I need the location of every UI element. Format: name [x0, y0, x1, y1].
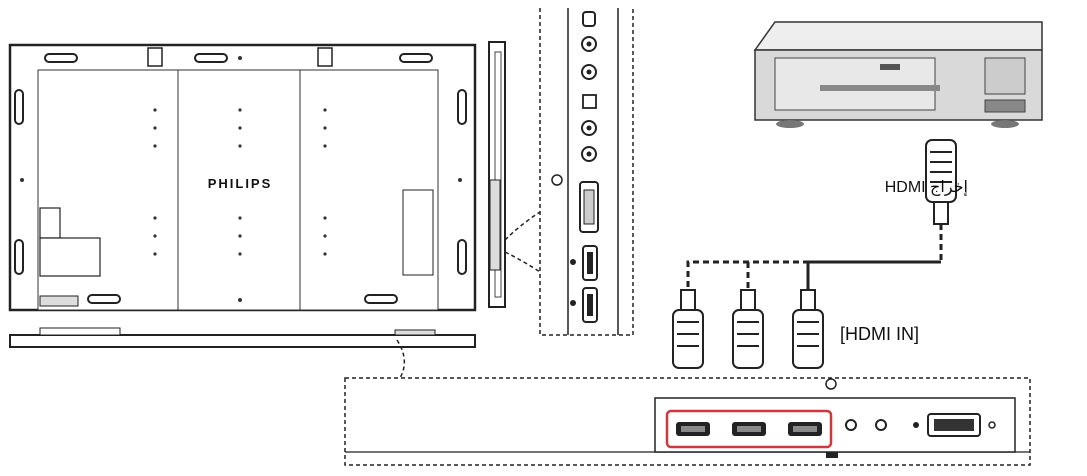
display-bottom-edge — [9, 327, 476, 348]
hdmi-in-plugs — [672, 289, 824, 369]
dvi-port-icon — [913, 413, 996, 437]
hdmi-out-label: إخراج HDMI — [885, 179, 968, 197]
dvd-player-icon — [753, 21, 1043, 128]
display-rear-icon: PHILIPS — [8, 43, 477, 312]
display-side-icon — [488, 41, 506, 308]
hdmi-plug-icon — [925, 139, 957, 225]
hdmi-ports-highlight — [665, 409, 833, 449]
brand-logo: PHILIPS — [208, 176, 273, 191]
hdmi-port-icon — [676, 422, 822, 436]
hdmi-in-label: [HDMI IN] — [840, 324, 919, 344]
side-port-panel — [539, 8, 634, 336]
